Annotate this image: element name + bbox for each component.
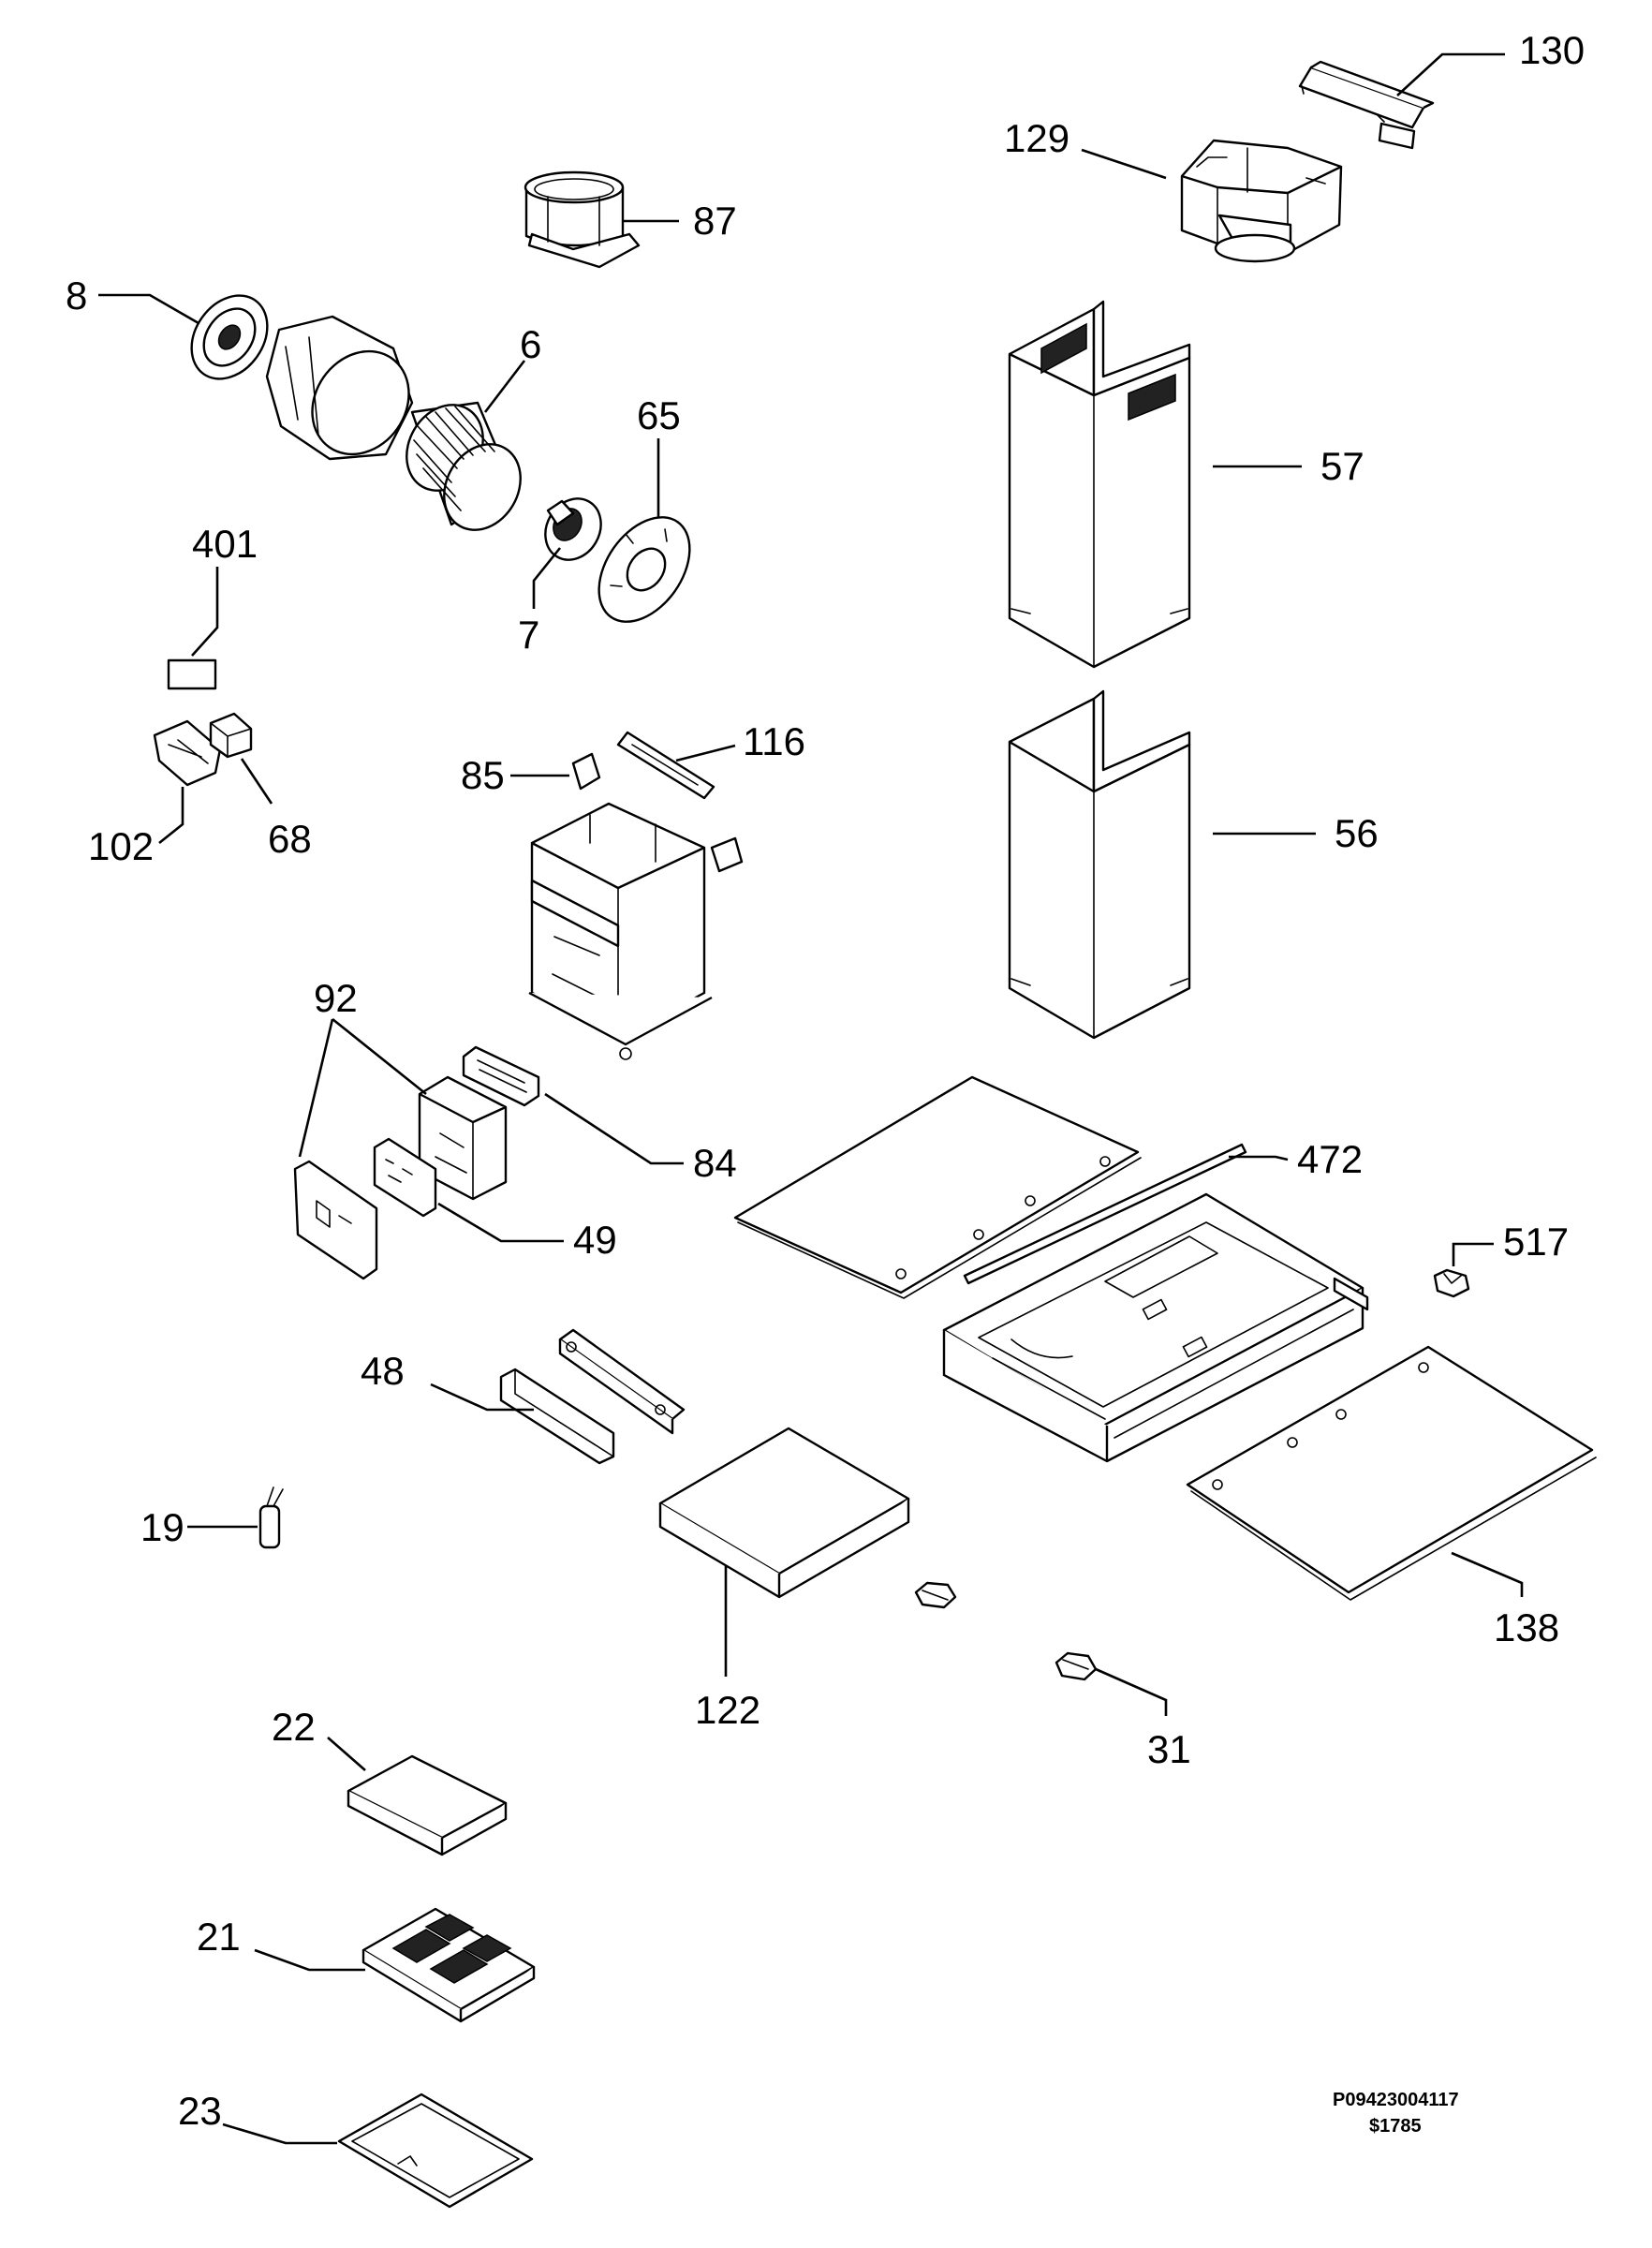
part-92-control-box xyxy=(418,1075,508,1201)
label-65: 65 xyxy=(637,393,681,437)
label-130: 130 xyxy=(1519,28,1585,72)
part-65-motor-plate xyxy=(597,516,691,623)
part-87-duct-collar xyxy=(524,170,641,269)
label-21: 21 xyxy=(197,1915,241,1959)
leader-401 xyxy=(191,567,219,657)
label-23: 23 xyxy=(178,2089,222,2133)
part-hood-body xyxy=(942,1192,1369,1463)
part-8-inlet-ring xyxy=(190,294,269,380)
label-129: 129 xyxy=(1004,116,1069,160)
part-19-capacitor xyxy=(258,1486,284,1549)
part-68-transformer xyxy=(209,712,253,759)
leader-7 xyxy=(532,547,562,609)
leader-92b xyxy=(298,1018,334,1158)
part-138-bottom-panel xyxy=(1186,1345,1597,1601)
part-129-air-outlet xyxy=(1180,139,1343,263)
label-56: 56 xyxy=(1335,811,1379,855)
leader-92a xyxy=(332,1017,427,1096)
label-8: 8 xyxy=(66,274,87,318)
label-48: 48 xyxy=(361,1349,405,1393)
label-517: 517 xyxy=(1503,1220,1569,1264)
label-92: 92 xyxy=(314,976,358,1020)
part-7-motor xyxy=(544,497,602,561)
label-31: 31 xyxy=(1147,1727,1191,1771)
part-401-rating-label xyxy=(167,658,217,690)
leader-6 xyxy=(483,360,526,413)
label-401: 401 xyxy=(192,522,258,566)
leader-84 xyxy=(544,1092,684,1165)
label-472: 472 xyxy=(1297,1137,1363,1181)
label-138: 138 xyxy=(1494,1605,1559,1649)
leader-48 xyxy=(430,1383,534,1412)
leader-22 xyxy=(327,1737,366,1771)
part-31-lamp-holder-b xyxy=(1055,1651,1098,1681)
part-21-grease-filter xyxy=(361,1907,536,2023)
part-85-clip xyxy=(571,752,601,791)
label-116: 116 xyxy=(743,719,805,763)
label-7: 7 xyxy=(518,613,539,657)
leader-68 xyxy=(240,758,273,805)
part-84-terminal-block xyxy=(462,1045,540,1107)
label-85: 85 xyxy=(461,753,505,797)
leader-130 xyxy=(1396,52,1505,96)
leader-138 xyxy=(1451,1551,1524,1597)
part-57-upper-chimney xyxy=(1008,300,1191,669)
leader-116 xyxy=(675,744,736,762)
drawing-code: P09423004117 xyxy=(1333,2090,1459,2110)
leader-21 xyxy=(254,1948,365,1972)
revision-code: $1785 xyxy=(1369,2116,1422,2137)
part-49-circuit-board xyxy=(373,1137,437,1218)
part-102-switch-bracket xyxy=(153,719,222,787)
label-6: 6 xyxy=(520,322,541,366)
part-48-bracket xyxy=(499,1368,615,1465)
leader-517 xyxy=(1452,1242,1494,1266)
part-top-panel xyxy=(733,1075,1142,1299)
part-6-blower-wheel xyxy=(406,401,522,531)
leader-102 xyxy=(158,787,184,845)
part-92-cover-plate xyxy=(293,1160,378,1280)
part-23-filter-frame xyxy=(337,2093,534,2209)
leader-31 xyxy=(1095,1667,1168,1716)
label-22: 22 xyxy=(272,1705,316,1749)
leader-23 xyxy=(222,2122,337,2145)
part-122-glass-tray xyxy=(658,1427,910,1599)
part-side-clip xyxy=(710,836,744,873)
leader-49 xyxy=(437,1202,564,1243)
label-84: 84 xyxy=(693,1141,737,1185)
part-130-bracket xyxy=(1298,60,1435,150)
part-22-carbon-filter xyxy=(347,1754,508,1856)
part-56-lower-chimney xyxy=(1008,689,1191,1040)
label-87: 87 xyxy=(693,199,737,243)
part-517-knob xyxy=(1433,1268,1470,1298)
part-motor-frame xyxy=(528,802,713,1060)
part-fan-housing xyxy=(265,315,414,461)
part-472-seal-strip xyxy=(963,1143,1247,1285)
leader-472 xyxy=(1229,1155,1289,1161)
label-68: 68 xyxy=(268,817,312,861)
label-102: 102 xyxy=(88,824,154,868)
label-49: 49 xyxy=(573,1218,617,1262)
leader-129 xyxy=(1081,148,1167,180)
part-116-rail xyxy=(616,731,715,800)
label-122: 122 xyxy=(695,1688,760,1732)
label-19: 19 xyxy=(140,1505,184,1549)
label-57: 57 xyxy=(1320,444,1364,488)
part-48-support-rail xyxy=(558,1328,686,1435)
part-31-lamp-holder-a xyxy=(914,1581,957,1609)
leader-8 xyxy=(98,293,199,325)
